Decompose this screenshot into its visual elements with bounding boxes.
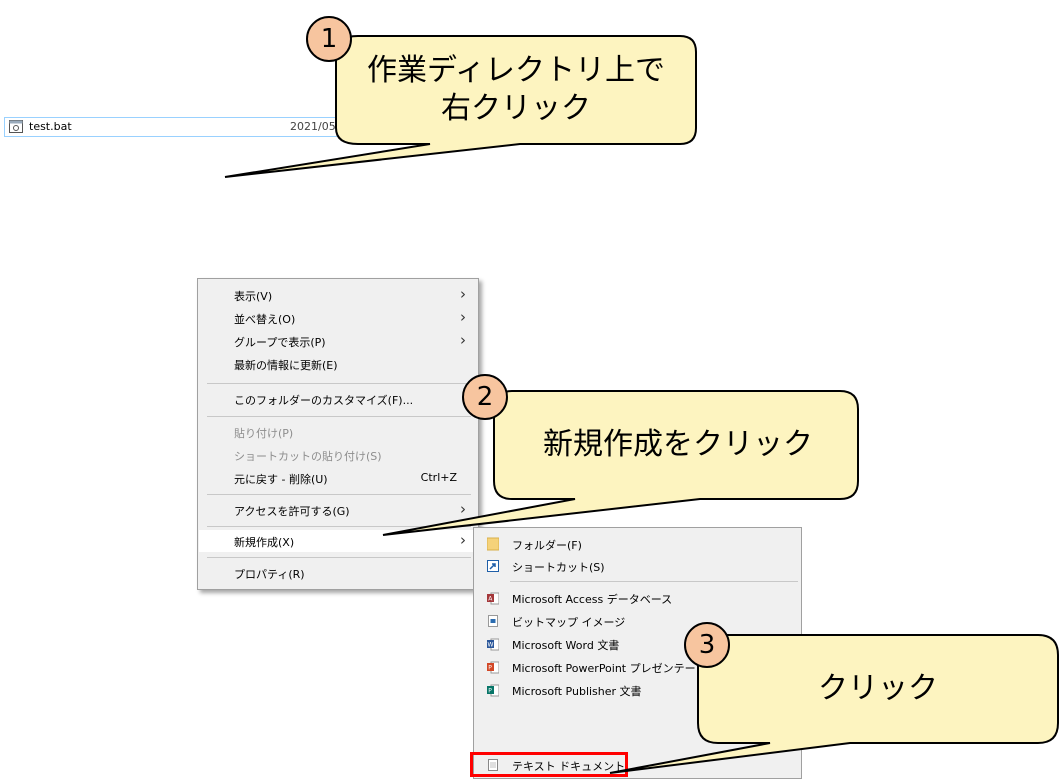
batch-file-icon: [9, 120, 23, 133]
highlight-box-text-document: [470, 752, 628, 777]
menu-separator: [207, 557, 471, 558]
menu-item-group-by[interactable]: グループで表示(P) ›: [234, 331, 466, 349]
callout-2-text: 新規作成をクリック: [543, 427, 813, 462]
submenu-item-folder[interactable]: フォルダー(F): [475, 533, 801, 555]
powerpoint-icon: P: [487, 661, 499, 674]
menu-item-paste: 貼り付け(P): [234, 427, 294, 440]
word-icon: W: [487, 638, 499, 651]
submenu-separator: [510, 581, 798, 582]
submenu-item-publisher[interactable]: P Microsoft Publisher 文書: [487, 684, 642, 698]
submenu-item-powerpoint[interactable]: P Microsoft PowerPoint プレゼンテー: [487, 661, 696, 675]
menu-item-customize-folder[interactable]: このフォルダーのカスタマイズ(F)...: [234, 394, 414, 407]
file-row-test-bat[interactable]: test.bat 2021/05: [4, 117, 354, 137]
chevron-right-icon: ›: [460, 308, 466, 326]
callout-1-text: 作業ディレクトリ上で 右クリック: [346, 52, 686, 128]
text-document-icon: [488, 759, 498, 771]
step-number-1: 1: [306, 16, 352, 62]
menu-separator: [207, 383, 471, 384]
submenu-item-access[interactable]: A Microsoft Access データベース: [487, 592, 673, 606]
menu-item-properties[interactable]: プロパティ(R): [234, 568, 305, 581]
menu-separator: [207, 416, 471, 417]
menu-item-sort[interactable]: 並べ替え(O) ›: [234, 308, 466, 326]
step-number-3: 3: [684, 622, 730, 668]
svg-text:P: P: [488, 688, 492, 695]
file-date: 2021/05: [290, 120, 336, 133]
bitmap-icon: [488, 615, 498, 627]
shortcut-icon: [487, 560, 499, 572]
context-menu: 表示(V) › 並べ替え(O) › グループで表示(P) › 最新の情報に更新(…: [197, 278, 479, 590]
menu-item-undo-delete[interactable]: 元に戻す - 削除(U) Ctrl+Z: [234, 471, 457, 486]
folder-icon: [487, 537, 499, 551]
chevron-right-icon: ›: [460, 500, 466, 518]
menu-separator: [207, 494, 471, 495]
callout-1-line-2: 右クリック: [441, 91, 591, 126]
shortcut-label: Ctrl+Z: [420, 471, 457, 484]
publisher-icon: P: [487, 684, 499, 697]
menu-item-give-access[interactable]: アクセスを許可する(G) ›: [234, 500, 466, 518]
chevron-right-icon: ›: [460, 285, 466, 303]
callout-3-text: クリック: [818, 671, 938, 706]
access-icon: A: [487, 592, 499, 605]
submenu-item-bitmap[interactable]: ビットマップ イメージ: [475, 610, 801, 632]
submenu-item-shortcut[interactable]: ショートカット(S): [475, 555, 801, 577]
submenu-item-text-document[interactable]: テキスト ドキュメント: [475, 754, 801, 776]
menu-item-paste-shortcut: ショートカットの貼り付け(S): [234, 450, 382, 463]
svg-text:W: W: [488, 642, 494, 649]
step-number-2: 2: [462, 374, 508, 420]
menu-item-new[interactable]: 新規作成(X) ›: [199, 530, 477, 552]
chevron-right-icon: ›: [460, 331, 466, 349]
menu-item-view[interactable]: 表示(V) ›: [234, 285, 466, 303]
submenu-item-word[interactable]: W Microsoft Word 文書: [487, 638, 620, 652]
svg-text:A: A: [488, 596, 493, 603]
file-name: test.bat: [29, 120, 72, 133]
menu-item-refresh[interactable]: 最新の情報に更新(E): [234, 359, 338, 372]
chevron-right-icon: ›: [460, 531, 466, 549]
menu-separator: [207, 526, 471, 527]
svg-text:P: P: [488, 665, 492, 672]
callout-1-line-1: 作業ディレクトリ上で: [367, 53, 665, 88]
